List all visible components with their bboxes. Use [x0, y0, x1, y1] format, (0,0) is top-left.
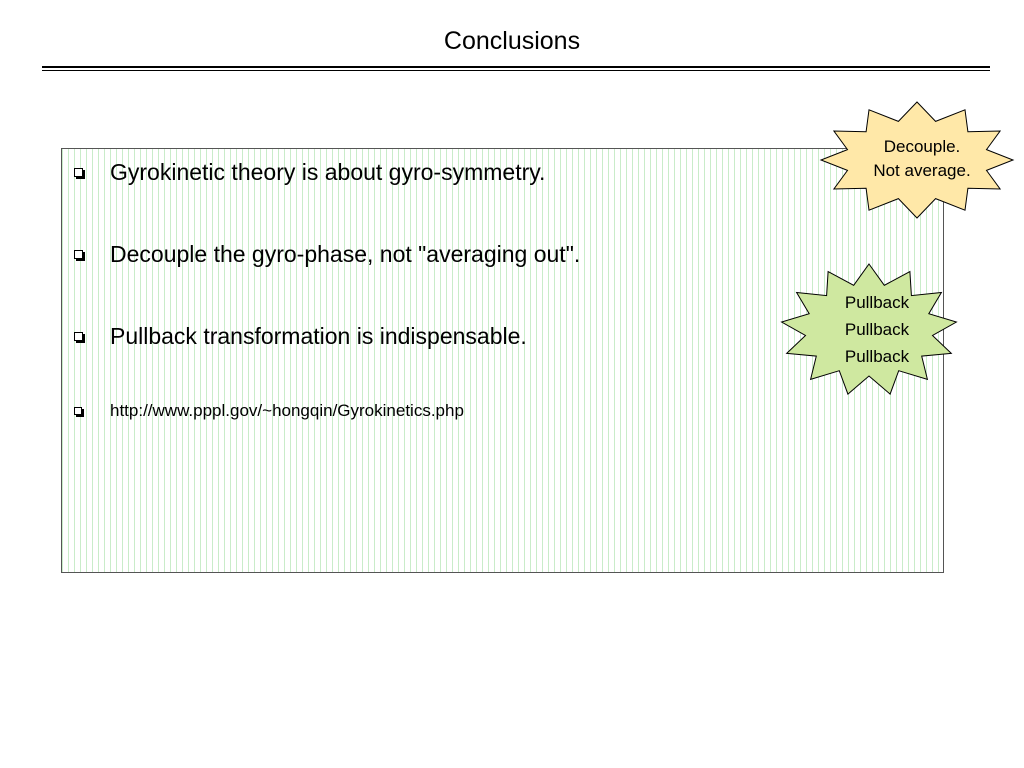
burst-line: Pullback: [844, 293, 910, 312]
bullet-item: Decouple the gyro-phase, not "averaging …: [74, 241, 580, 268]
title-rule-bottom: [42, 70, 990, 71]
burst-line: Pullback: [844, 320, 910, 339]
burst-polygon: [819, 101, 1015, 219]
burst-text: Decouple. Not average.: [852, 133, 992, 184]
slide-title: Conclusions: [443, 27, 581, 55]
bullet-item: Gyrokinetic theory is about gyro-symmetr…: [74, 159, 545, 186]
burst-line: Decouple.: [883, 137, 961, 156]
burst-text: Pullback Pullback Pullback: [814, 289, 940, 370]
bullet-item: http://www.pppl.gov/~hongqin/Gyrokinetic…: [74, 401, 464, 421]
content-box: Gyrokinetic theory is about gyro-symmetr…: [61, 148, 944, 573]
bullet-text: Decouple the gyro-phase, not "averaging …: [110, 241, 581, 267]
title-rule-top: [42, 66, 990, 68]
burst-line: Pullback: [844, 347, 910, 366]
explosion-shape: [780, 263, 958, 395]
decouple-burst-callout: Decouple. Not average.: [818, 100, 1016, 220]
square-bullet-icon: [74, 168, 83, 177]
bullet-text: Pullback transformation is indispensable…: [110, 323, 527, 349]
explosion-shape: [819, 101, 1015, 219]
bullet-item: Pullback transformation is indispensable…: [74, 323, 527, 350]
square-bullet-icon: [74, 250, 83, 259]
bullet-link[interactable]: http://www.pppl.gov/~hongqin/Gyrokinetic…: [110, 401, 464, 420]
pullback-burst-callout: Pullback Pullback Pullback: [778, 262, 960, 398]
burst-polygon: [780, 263, 958, 395]
square-bullet-icon: [74, 332, 83, 341]
bullet-text: Gyrokinetic theory is about gyro-symmetr…: [110, 159, 546, 185]
square-bullet-icon: [74, 407, 82, 415]
burst-line: Not average.: [873, 161, 971, 180]
